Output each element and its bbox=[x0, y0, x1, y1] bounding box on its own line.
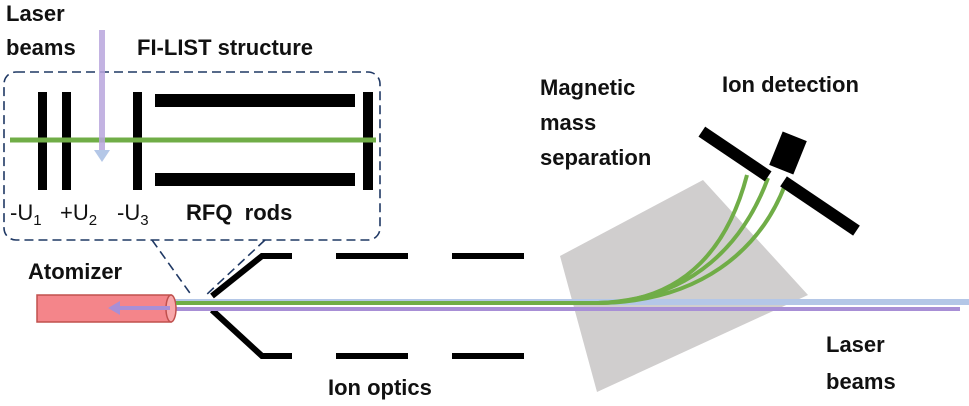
atomizer-laser-arrowhead bbox=[108, 301, 120, 315]
label-voltage-u1: -U1 bbox=[10, 200, 42, 229]
label-atomizer: Atomizer bbox=[28, 259, 123, 284]
label-laser-beams-top-1: Laser bbox=[6, 1, 65, 26]
label-laser-beams-right-2: beams bbox=[826, 369, 896, 394]
label-magnetic-1: Magnetic bbox=[540, 75, 635, 100]
label-ion-optics: Ion optics bbox=[328, 375, 432, 400]
label-laser-beams-right-1: Laser bbox=[826, 332, 885, 357]
label-rfq-rods: RFQ rods bbox=[186, 200, 292, 225]
label-filist-structure: FI-LIST structure bbox=[137, 35, 313, 60]
label-laser-beams-top-2: beams bbox=[6, 35, 76, 60]
ion-beam-path-3 bbox=[597, 184, 787, 305]
detector-slit-right bbox=[780, 176, 860, 236]
label-magnetic-2: mass bbox=[540, 110, 596, 135]
label-voltage-u2: +U2 bbox=[60, 200, 97, 229]
ion-optics-upper bbox=[210, 253, 292, 299]
inset-connector-right bbox=[204, 239, 266, 297]
label-voltage-u3: -U3 bbox=[117, 200, 149, 229]
rfq-rod-bottom bbox=[155, 173, 355, 186]
ion-optics-lower bbox=[209, 307, 292, 359]
rfq-rod-top bbox=[155, 94, 355, 107]
label-magnetic-3: separation bbox=[540, 145, 651, 170]
detector-slit-left bbox=[698, 126, 772, 182]
inset-connector-left bbox=[151, 239, 193, 297]
ion-detector bbox=[769, 131, 807, 175]
label-ion-detection: Ion detection bbox=[722, 72, 859, 97]
laser-beam-top-arrowhead bbox=[94, 150, 110, 162]
filist-inset-box bbox=[3, 71, 381, 241]
